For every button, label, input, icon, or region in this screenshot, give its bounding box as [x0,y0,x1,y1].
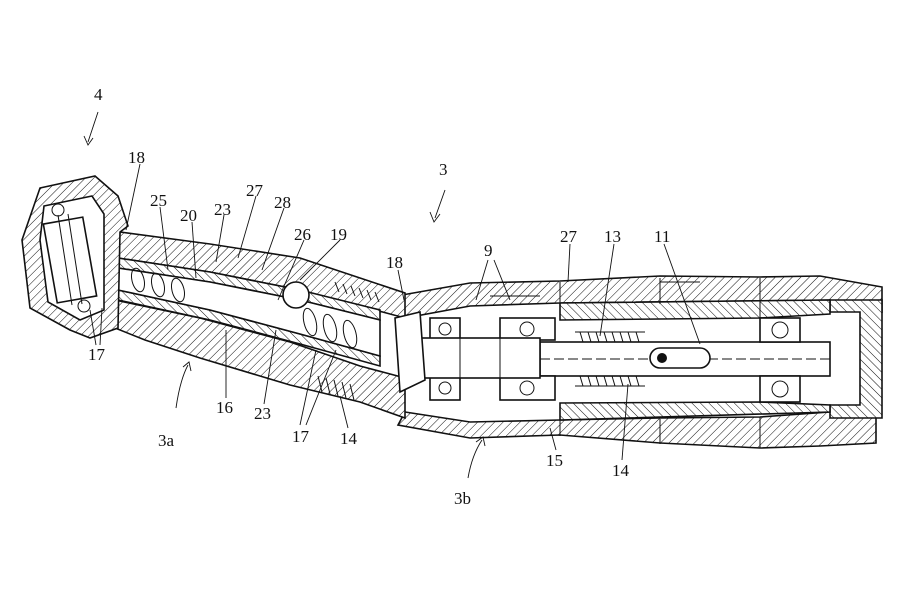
ref-18-top: 18 [128,148,145,167]
shaft-coupling [419,337,541,379]
ref-11: 11 [654,227,670,246]
ref-17-bottom: 17 [292,427,310,446]
rollers-17 [130,267,358,349]
bearings-9 [429,317,556,401]
rear-sleeve-upper [401,275,883,319]
ref-19: 19 [330,225,347,244]
spring-13 [575,331,645,343]
rear-section [396,275,883,449]
gear-shaft [117,267,381,358]
front-spring-14 [317,281,380,401]
ref-16: 16 [216,398,233,417]
rear-bearings [759,317,801,403]
ref-23-bottom: 23 [254,404,271,423]
leader-lines [83,111,701,479]
shaft-pin [649,347,711,369]
joint-18 [394,311,426,394]
head [21,175,129,339]
reference-numerals: 4 3 18 25 20 23 27 28 26 19 18 9 27 13 1… [88,85,670,508]
ref-3a: 3a [158,431,175,450]
ref-13: 13 [604,227,621,246]
ref-14-left: 14 [340,429,358,448]
inner-tube-lower [559,401,831,421]
ref-18-mid: 18 [386,253,403,272]
ref-3b: 3b [454,489,471,508]
ref-20: 20 [180,206,197,225]
ref-28: 28 [274,193,291,212]
rear-end-cap [829,299,883,419]
pin-hole [657,353,667,363]
head-rotor [42,216,98,304]
ref-17-left: 17 [88,345,106,364]
ball-19 [282,281,310,309]
spring-14 [575,375,645,387]
ref-9: 9 [484,241,493,260]
ref-26: 26 [294,225,311,244]
ref-23-top: 23 [214,200,231,219]
front-section [114,231,426,420]
ref-15: 15 [546,451,563,470]
ref-25: 25 [150,191,167,210]
ref-27-right: 27 [560,227,578,246]
ref-27-left: 27 [246,181,264,200]
ref-14-right: 14 [612,461,630,480]
inner-tube-upper [559,299,831,321]
ref-4: 4 [94,85,103,104]
ref-3: 3 [439,160,448,179]
